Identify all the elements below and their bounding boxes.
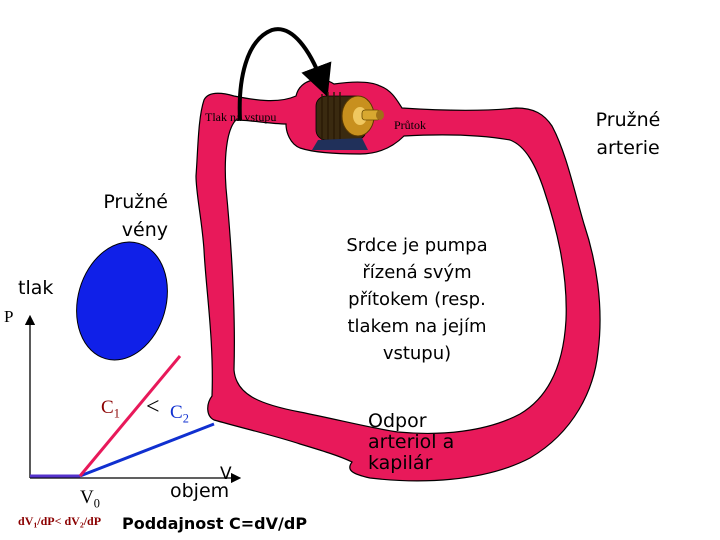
y-axis-word-label: tlak [18,277,54,299]
heart-description-label: Srdce je pumpa řízená svým přítokem (res… [346,235,488,364]
c2-label: C2 [170,402,189,426]
elastic-arteries-label: Pružné arterie [595,109,661,159]
v0-label: V0 [80,487,100,511]
less-than-symbol: < [146,394,160,420]
curved-arrow-icon [237,27,332,121]
inflow-label: Průtok [394,118,427,132]
c1-label: C1 [101,397,120,421]
x-axis-word-label: objem [170,480,230,502]
y-axis-symbol: P [4,307,14,326]
resistance-label: Odpor arteriol a kapilár [368,410,455,474]
elastic-veins-label: Pružné vény [103,191,168,241]
compliance-line-c2 [79,422,215,478]
compliance-formula-label: Poddajnost C=dV/dP [122,514,308,533]
x-axis-symbol: V [220,464,232,484]
inlet-pressure-label: Tlak na vstupu [205,110,277,124]
pv-graph [24,314,242,484]
circulation-loop [195,78,601,482]
venous-reservoir [76,241,168,361]
compliance-inequality-formula: dV1/dP< dV2/dP [18,514,102,530]
pump-motor-icon [312,92,384,150]
compliance-line-c1 [78,355,182,477]
